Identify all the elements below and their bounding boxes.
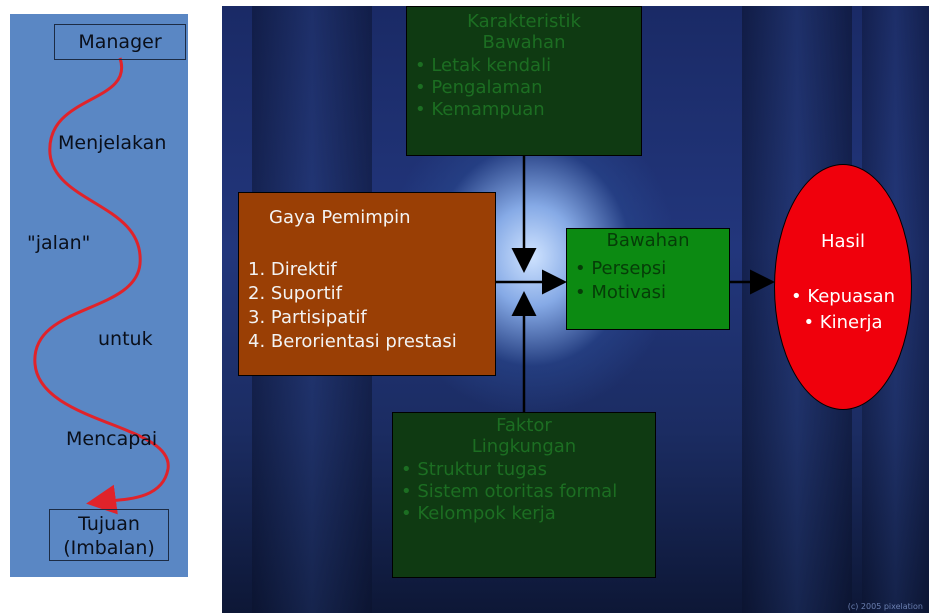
bawahan-box: Bawahan • Persepsi • Motivasi: [566, 228, 730, 330]
tujuan-box: Tujuan (Imbalan): [49, 509, 169, 561]
bawahan-list: • Persepsi • Motivasi: [567, 257, 729, 305]
hasil-ellipse: Hasil • Kepuasan • Kinerja: [774, 164, 912, 410]
list-item: 1. Direktif: [248, 259, 337, 280]
faktor-title: Faktor Lingkungan: [393, 413, 655, 457]
list-item: • Kelompok kerja: [401, 503, 556, 524]
list-item: • Letak kendali: [415, 55, 552, 76]
list-item: • Kepuasan: [790, 286, 895, 307]
karakteristik-list: • Letak kendali • Pengalaman • Kemampuan: [407, 55, 641, 121]
step-label-jalan: "jalan": [27, 232, 91, 254]
faktor-title-line2: Lingkungan: [471, 436, 577, 457]
manager-box: Manager: [54, 24, 186, 60]
karakteristik-title: Karakteristik Bawahan: [407, 7, 641, 53]
bawahan-title: Bawahan: [606, 230, 690, 251]
hasil-title: Hasil: [821, 231, 865, 252]
list-item: 2. Suportif: [248, 283, 342, 304]
connector-arrows: [496, 156, 775, 412]
gaya-pemimpin-box: Gaya Pemimpin 1. Direktif 2. Suportif 3.…: [238, 192, 496, 376]
imbalan-label: (Imbalan): [63, 537, 155, 559]
copyright-text: (c) 2005 pixelation: [847, 602, 923, 611]
list-item: • Kinerja: [803, 312, 883, 333]
left-panel: Manager Menjelakan "jalan" untuk Mencapa…: [10, 14, 188, 577]
step-label-menjelakan: Menjelakan: [58, 132, 167, 154]
step-label-mencapai: Mencapai: [66, 428, 158, 450]
wavy-path-arrow: [33, 57, 170, 515]
list-item: • Struktur tugas: [401, 459, 547, 480]
list-item: • Sistem otoritas formal: [401, 481, 618, 502]
tujuan-label: Tujuan: [78, 513, 140, 535]
hasil-list: • Kepuasan • Kinerja: [775, 284, 911, 336]
step-label-untuk: untuk: [98, 328, 153, 350]
list-item: • Pengalaman: [415, 77, 543, 98]
faktor-lingkungan-box: Faktor Lingkungan • Struktur tugas • Sis…: [392, 412, 656, 578]
karakteristik-title-line2: Bawahan: [482, 32, 566, 53]
list-item: • Persepsi: [575, 258, 667, 279]
gaya-title: Gaya Pemimpin: [269, 207, 411, 228]
karakteristik-bawahan-box: Karakteristik Bawahan • Letak kendali • …: [406, 6, 642, 156]
list-item: 3. Partisipatif: [248, 307, 367, 328]
list-item: • Kemampuan: [415, 99, 545, 120]
karakteristik-title-line1: Karakteristik: [467, 11, 581, 32]
diagram-panel: Karakteristik Bawahan • Letak kendali • …: [222, 6, 929, 613]
list-item: • Motivasi: [575, 282, 667, 303]
manager-label: Manager: [78, 31, 162, 53]
list-item: 4. Berorientasi prestasi: [248, 331, 457, 352]
faktor-title-line1: Faktor: [496, 415, 552, 436]
gaya-list: 1. Direktif 2. Suportif 3. Partisipatif …: [239, 258, 495, 354]
faktor-list: • Struktur tugas • Sistem otoritas forma…: [393, 459, 655, 525]
